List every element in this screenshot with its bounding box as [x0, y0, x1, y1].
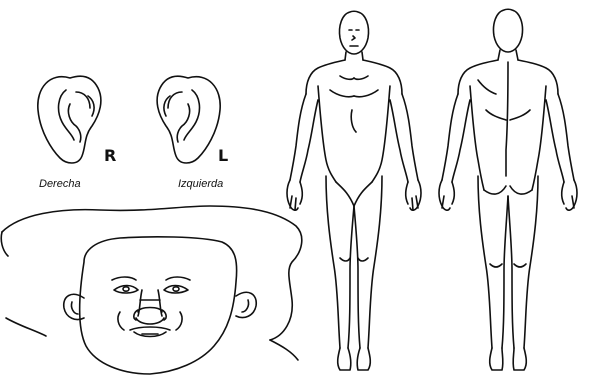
face-front-diagram: [1, 206, 302, 374]
body-front-diagram: [287, 11, 421, 370]
right-ear-label: Derecha: [39, 178, 81, 190]
left-ear-marker: L: [218, 146, 228, 165]
left-ear-label: Izquierda: [178, 178, 223, 190]
right-ear: [38, 76, 101, 163]
left-ear: [157, 76, 220, 163]
body-back-diagram: [439, 9, 577, 370]
right-ear-marker: R: [104, 146, 116, 165]
